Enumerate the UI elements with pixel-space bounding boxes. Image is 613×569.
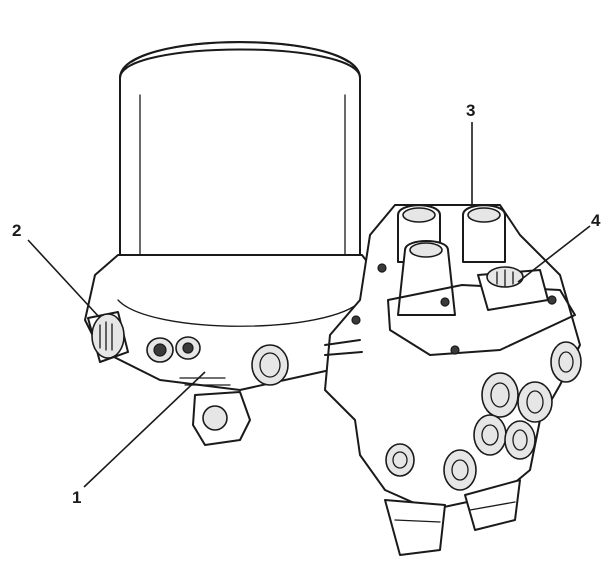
callout-1-label: 1: [72, 488, 81, 507]
electrical-connector: [477, 266, 549, 311]
callout-1: 1: [72, 371, 206, 507]
connecting-pipe: [324, 339, 363, 356]
callout-3: 3: [466, 101, 475, 205]
callout-2-label: 2: [12, 221, 21, 240]
callout-4-label: 4: [591, 211, 601, 230]
callout-3-label: 3: [466, 101, 475, 120]
callout-2: 2: [12, 221, 101, 319]
callout-4: 4: [517, 211, 601, 283]
side-connector: [87, 311, 129, 363]
